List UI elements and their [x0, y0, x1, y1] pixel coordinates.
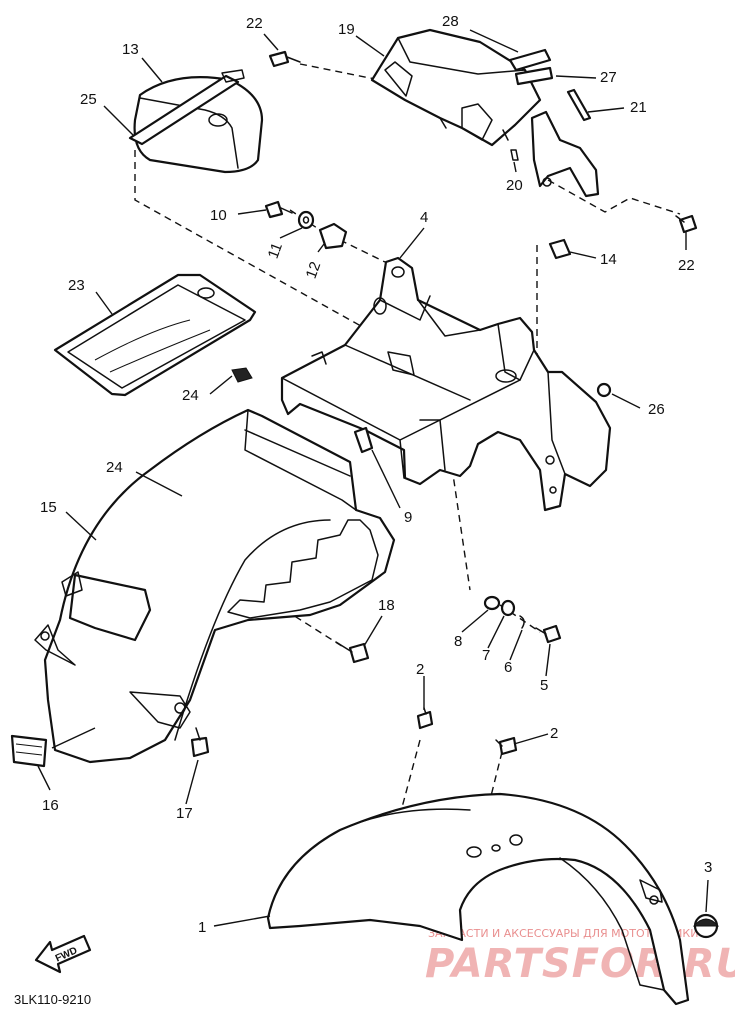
part-18-screw: [348, 642, 370, 664]
callout-10: 10: [210, 207, 227, 224]
callout-15: 15: [40, 499, 57, 516]
callout-6: 6: [504, 659, 512, 676]
callout-numbers: 1 2 2 3 4 5 6 7 8 9 10 11 12 13 14 15 16…: [40, 13, 712, 936]
callout-5: 5: [540, 677, 548, 694]
callout-1: 1: [198, 919, 206, 936]
part-11-washer: [297, 210, 315, 230]
fasteners-mid: [190, 595, 562, 758]
part-21-rod: [566, 88, 592, 122]
part-8-washer: [483, 595, 501, 611]
callout-23: 23: [68, 277, 85, 294]
assembly-line-2a: [399, 739, 421, 816]
callout-8: 8: [454, 633, 462, 650]
part-22b-bolt: [678, 214, 698, 234]
part-27-strip: [514, 66, 554, 86]
leader-lines: [37, 29, 709, 927]
part-24a-clip: [231, 367, 253, 383]
part-26-grommet: [596, 382, 612, 398]
assembly-line-13-4: [134, 150, 396, 346]
part-9-clip: [353, 426, 374, 454]
part-28-plate: [508, 48, 552, 72]
callout-26: 26: [648, 401, 665, 418]
assembly-line-8-5: [499, 604, 541, 633]
part-6-spring-washer: [519, 615, 525, 629]
callout-24b: 24: [106, 459, 123, 476]
callout-12: 12: [303, 259, 325, 280]
part-5-bolt: [542, 624, 562, 644]
part-16-reflector: [10, 734, 48, 768]
callout-28: 28: [442, 13, 459, 30]
part-14-nut: [548, 238, 572, 260]
callout-24a: 24: [182, 387, 199, 404]
part-17-bolt: [190, 736, 210, 758]
watermark: ЗАПЧАСТИ И АКСЕССУАРЫ ДЛЯ МОТОТЕХНИКИ PA…: [425, 927, 735, 987]
part-12-damper: [318, 222, 348, 250]
callout-7: 7: [482, 647, 490, 664]
part-15-rear-fender: [34, 408, 396, 764]
callout-22a: 22: [246, 15, 263, 32]
callout-14: 14: [600, 251, 617, 268]
drawing-code: 3LK110-9210: [14, 992, 91, 1007]
callout-25: 25: [80, 91, 97, 108]
callout-16: 16: [42, 797, 59, 814]
callout-4: 4: [420, 209, 428, 226]
part-22a-bolt: [268, 50, 290, 68]
part-19-rear-cowl: [370, 28, 600, 198]
callout-9: 9: [404, 509, 412, 526]
callout-20: 20: [506, 177, 523, 194]
callout-13: 13: [122, 41, 139, 58]
callout-2b: 2: [550, 725, 558, 742]
part-7-washer: [500, 599, 516, 617]
part-2b-bolt: [498, 736, 518, 756]
part-10-bolt: [264, 200, 284, 219]
callout-2a: 2: [416, 661, 424, 678]
part-2a-bolt: [416, 710, 434, 730]
assembly-line-21-22: [547, 179, 681, 215]
forward-arrow: FWD: [34, 934, 92, 974]
callout-11: 11: [265, 240, 286, 260]
part-15-flap: [68, 573, 152, 642]
callout-19: 19: [338, 21, 355, 38]
callout-21: 21: [630, 99, 647, 116]
part-1-front-fender: [266, 792, 720, 1006]
watermark-brand: PARTSFOR.RU: [425, 941, 735, 987]
fasteners-top: [264, 50, 698, 398]
callout-18: 18: [378, 597, 395, 614]
assembly-line-12-4: [339, 239, 386, 263]
watermark-tagline: ЗАПЧАСТИ И АКСЕССУАРЫ ДЛЯ МОТОТЕХНИКИ: [428, 927, 698, 940]
callout-3: 3: [704, 859, 712, 876]
part-20-pin: [510, 149, 519, 161]
part-4-fender-bracket: [280, 256, 612, 512]
callout-17: 17: [176, 805, 193, 822]
callout-22b: 22: [678, 257, 695, 274]
part-bracket: [530, 110, 600, 198]
callout-27: 27: [600, 69, 617, 86]
part-13-taillight: [128, 69, 264, 174]
part-23-plate-bracket: [53, 273, 257, 397]
